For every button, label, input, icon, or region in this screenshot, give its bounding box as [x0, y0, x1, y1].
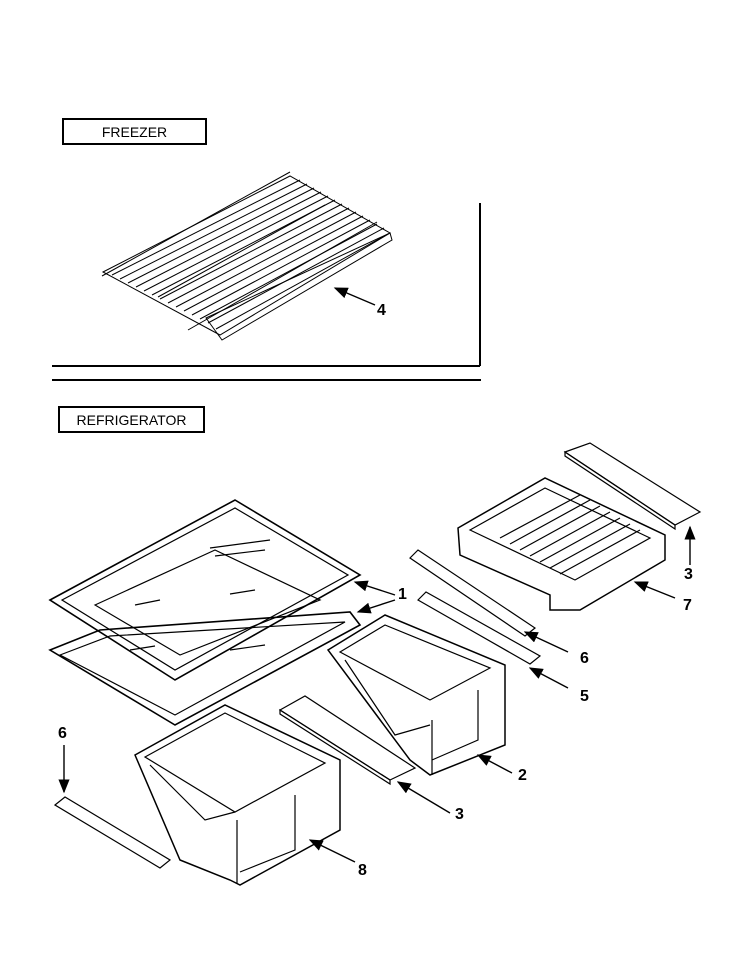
glass-shelf-upper [48, 499, 362, 681]
crisper-drawer-upper [326, 614, 506, 776]
rail-left [53, 796, 172, 869]
freezer-border [52, 203, 481, 381]
freezer-label: FREEZER [62, 118, 207, 145]
callout-7: 7 [683, 597, 692, 614]
callout-8: 8 [358, 862, 367, 879]
rail-upper [409, 549, 537, 637]
leader-arrows [58, 287, 696, 863]
callout-6-right: 6 [580, 650, 589, 667]
callout-3-right: 3 [684, 566, 693, 583]
callout-5: 5 [580, 688, 589, 705]
pan-drawer [457, 477, 666, 611]
glass-shelf-lower [48, 611, 362, 726]
crisper-cover-middle [278, 695, 417, 786]
callout-3-middle: 3 [455, 806, 464, 823]
crisper-drawer-lower [134, 704, 341, 886]
freezer-wire-shelf [101, 171, 393, 341]
refrigerator-label: REFRIGERATOR [58, 406, 205, 433]
callout-1: 1 [398, 586, 407, 603]
crisper-cover-top-right [563, 442, 702, 531]
callout-2: 2 [518, 767, 527, 784]
callout-6-left: 6 [58, 725, 67, 742]
callout-4: 4 [377, 302, 386, 319]
rail-middle [417, 591, 542, 665]
